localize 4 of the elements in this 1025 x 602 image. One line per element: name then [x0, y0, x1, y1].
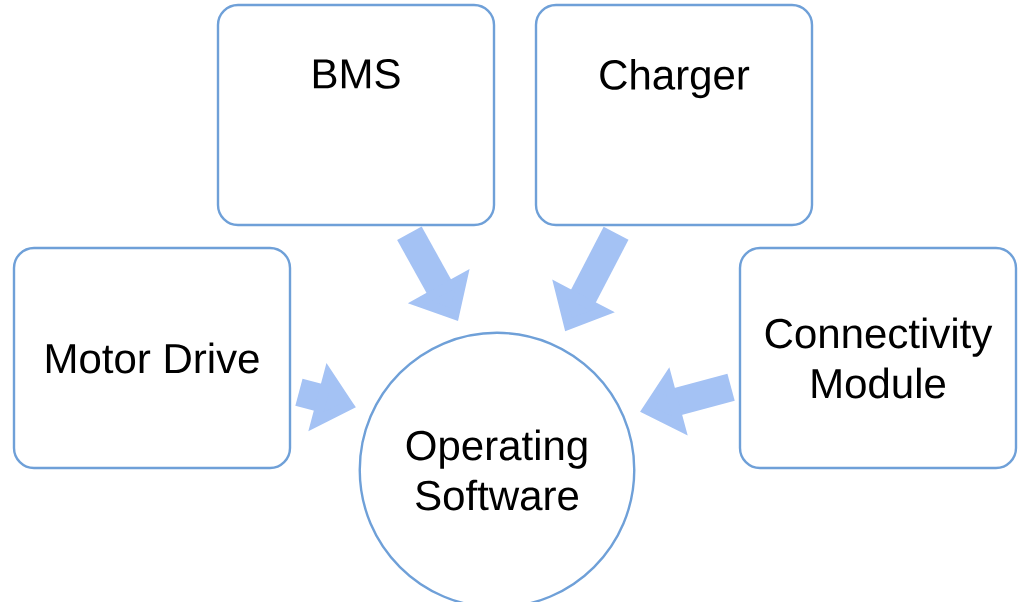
process-box: Connectivity Module	[738, 246, 1018, 470]
process-box: Motor Drive	[12, 246, 292, 470]
process-box: Charger	[534, 3, 814, 227]
process-box: BMS	[216, 3, 496, 227]
